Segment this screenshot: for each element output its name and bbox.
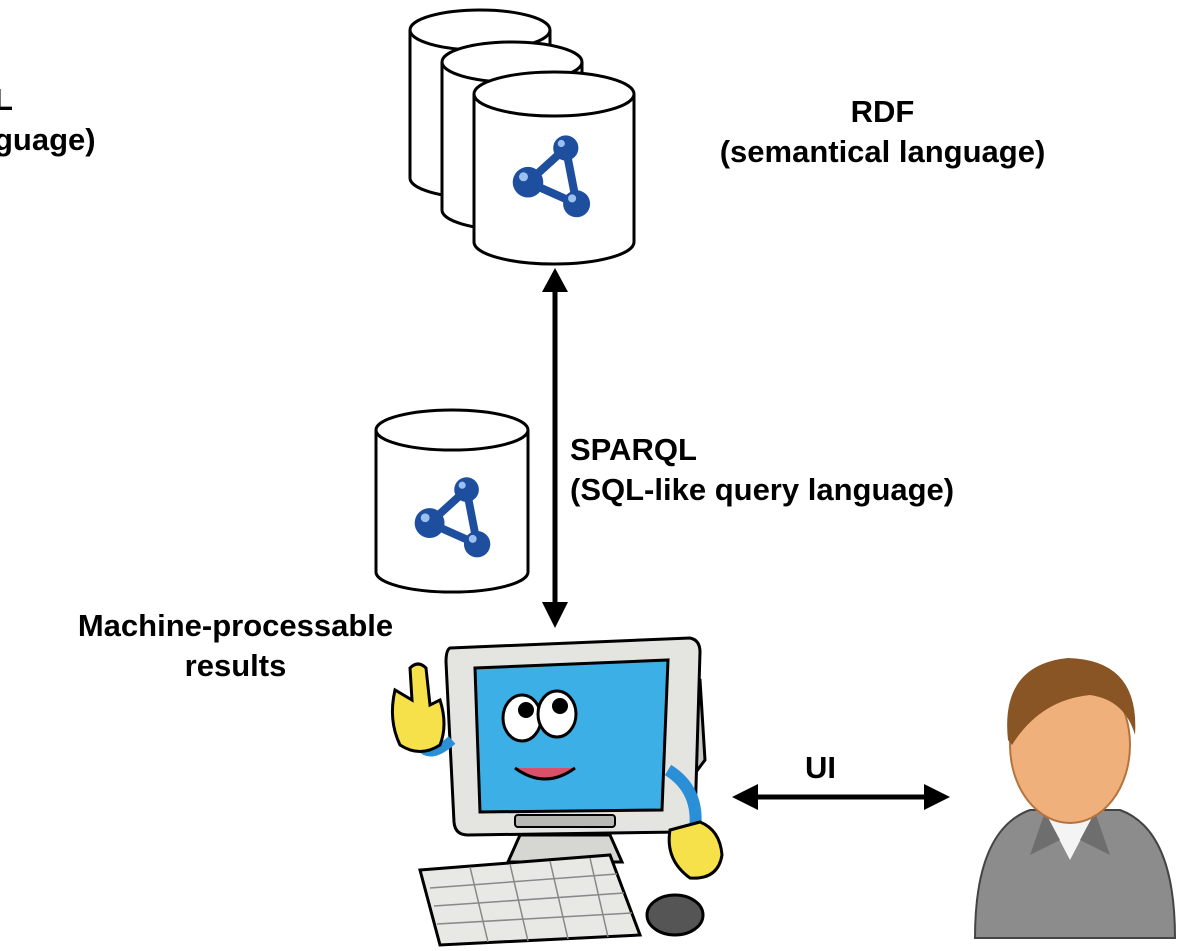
rdf-label: RDF (semantical language): [719, 94, 1046, 169]
hair: [1007, 658, 1136, 745]
eye: [501, 693, 543, 743]
eye: [536, 689, 578, 739]
results-label: Machine-processable results: [77, 608, 394, 683]
cropped-label: L guage): [0, 82, 96, 157]
mouth: [514, 766, 576, 781]
database-stack-icon: [408, 8, 636, 266]
database-icon: [374, 408, 530, 594]
ui-arrow: [732, 784, 950, 810]
monitor-screen: [473, 658, 670, 814]
cartoon-computer-icon: [390, 636, 724, 947]
pointing-glove: [390, 662, 446, 753]
mouse: [645, 893, 705, 937]
ui-label: UI: [805, 750, 836, 785]
user-avatar-icon: [973, 658, 1177, 939]
database-cylinder: [472, 70, 636, 266]
sparql-label: SPARQL (SQL-like query language): [570, 432, 955, 507]
suit: [973, 809, 1177, 939]
glove: [667, 820, 724, 880]
sparql-arrow: [542, 268, 568, 628]
